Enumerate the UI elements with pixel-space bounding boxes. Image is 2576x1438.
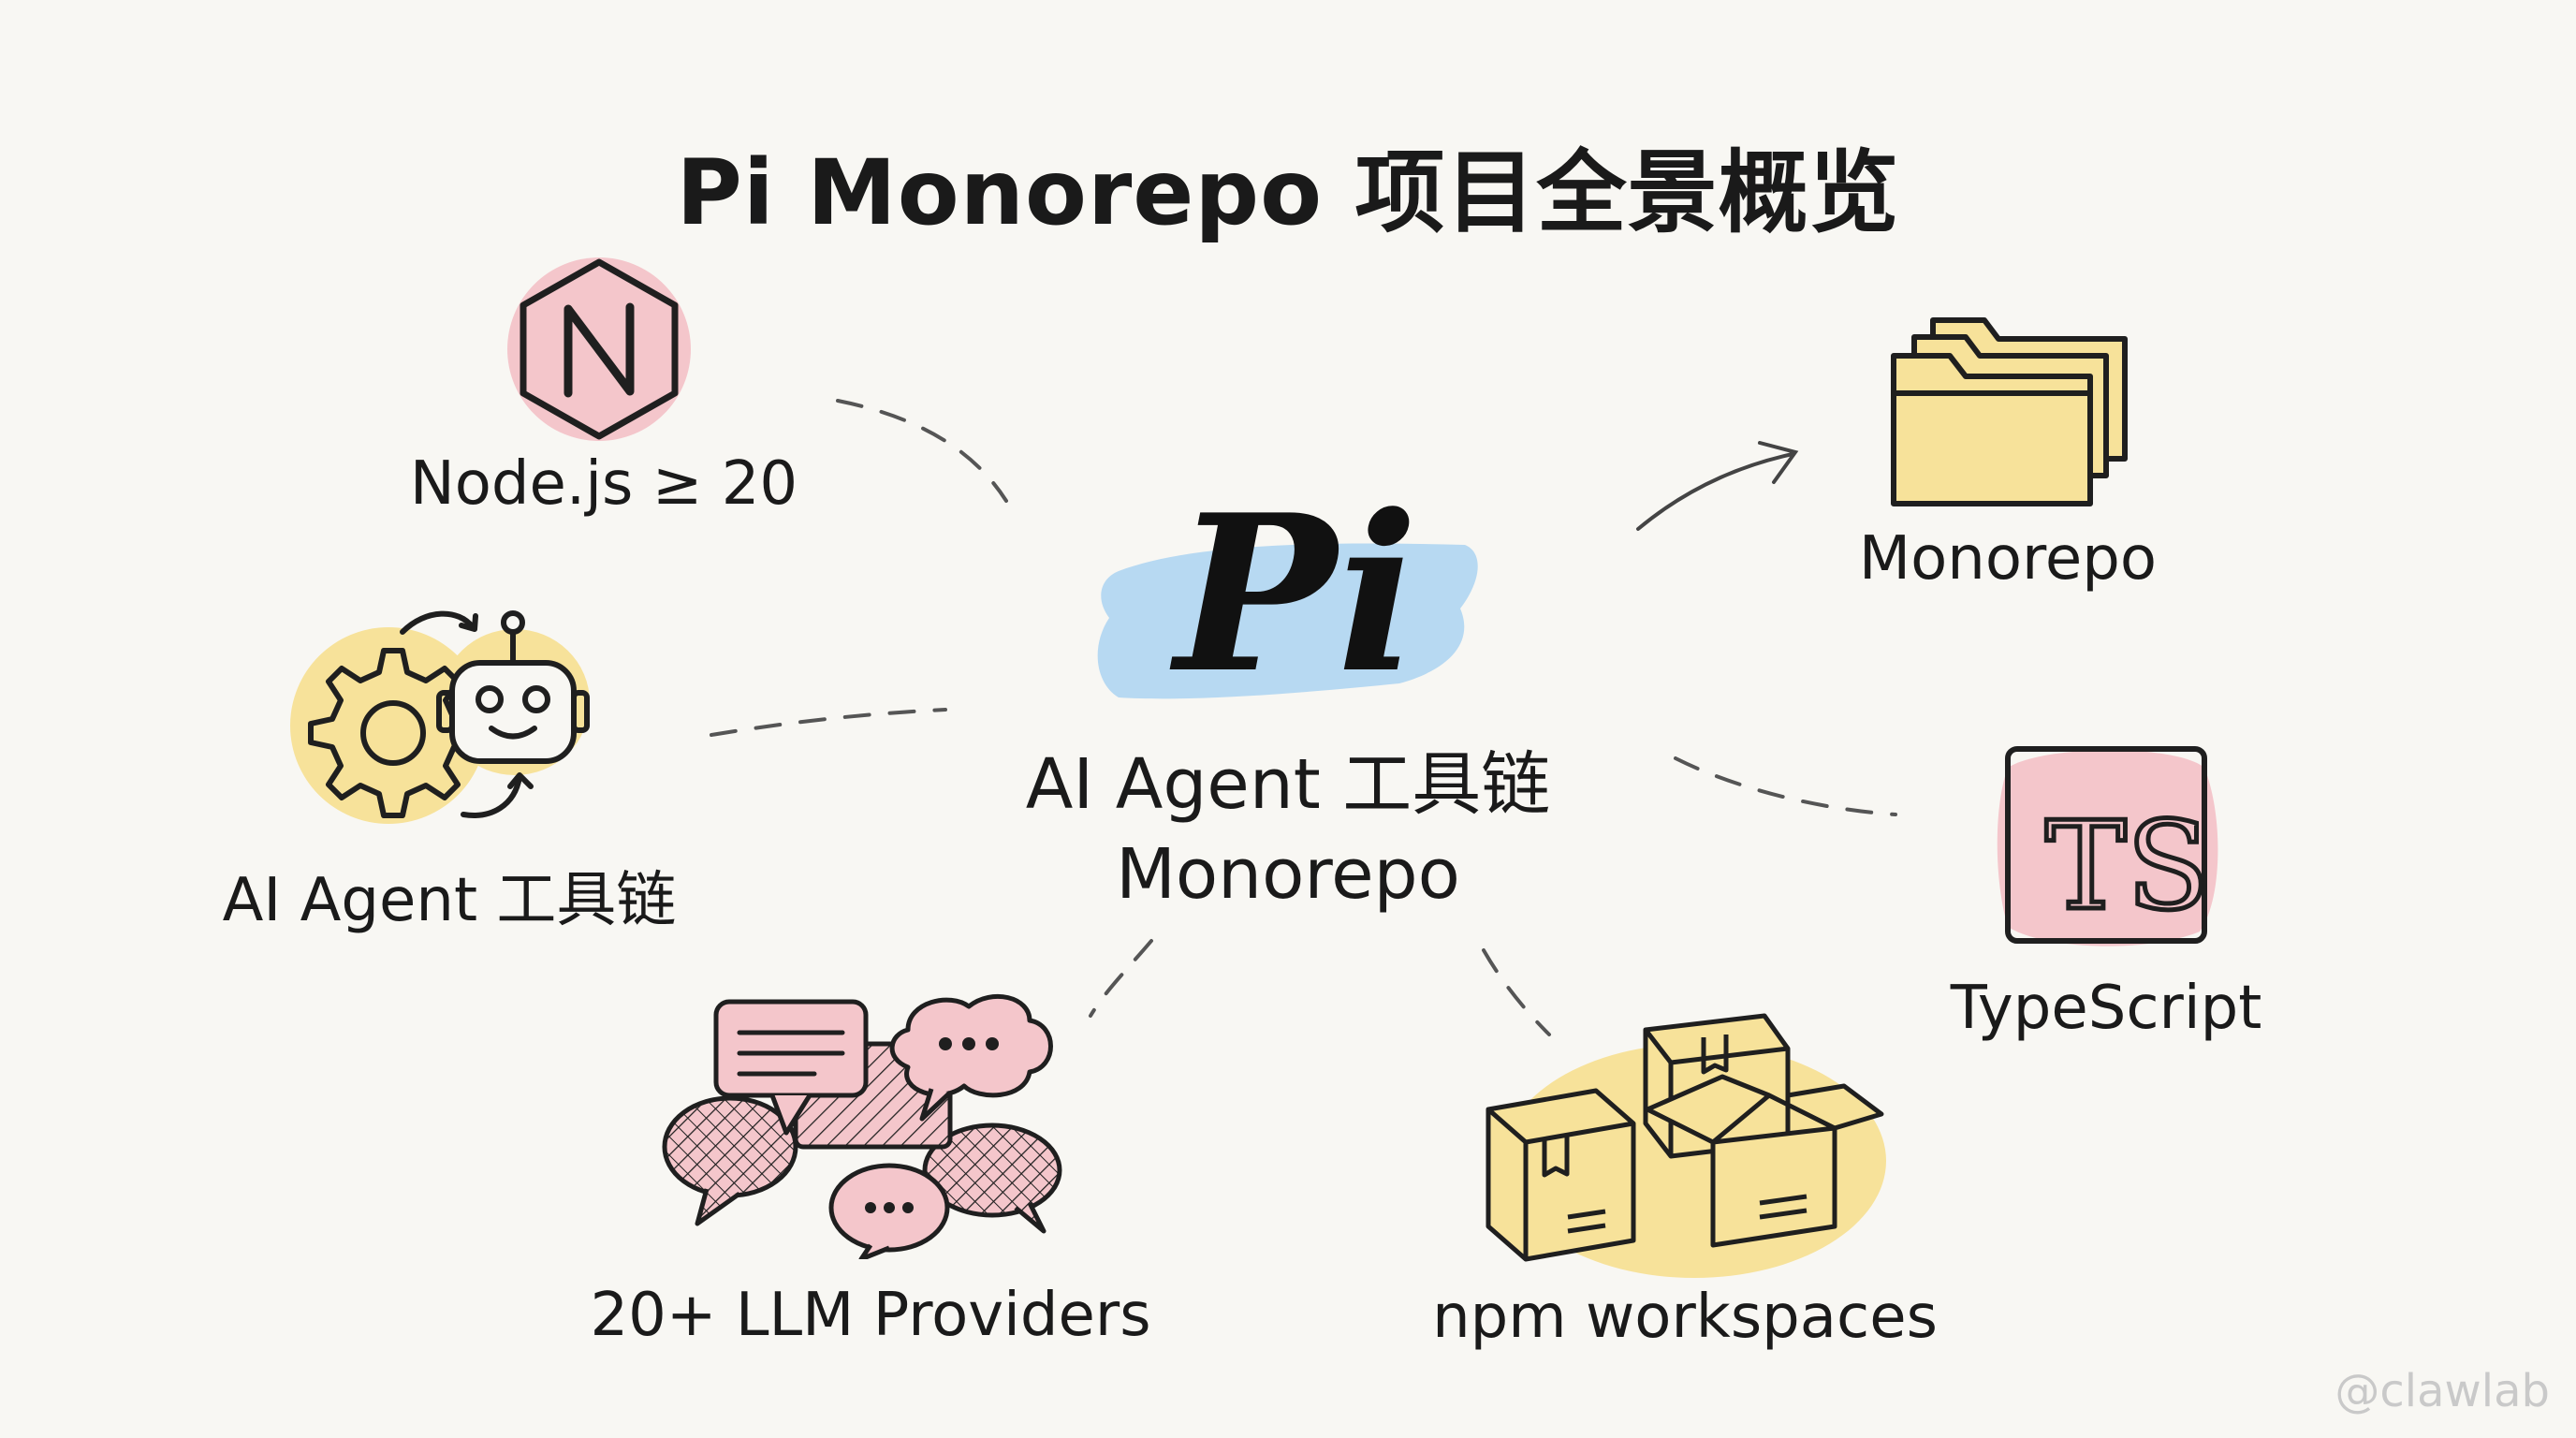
typescript-badge-text: TS [2045, 795, 2210, 937]
blue-brush-stroke [1097, 543, 1478, 699]
gear-robot-icon [290, 610, 590, 824]
cycle-arrow-top [400, 610, 476, 635]
packages-boxes-icon [1486, 1013, 1886, 1278]
arrowhead-monorepo [1758, 441, 1799, 484]
nodejs-label: Node.js ≥ 20 [409, 449, 798, 519]
watermark: @clawlab [2334, 1365, 2550, 1417]
connector-llm [1089, 939, 1153, 1018]
connector-nodejs [836, 399, 1008, 503]
connector-typescript [1674, 756, 1897, 816]
chat-bubbles-icon [662, 993, 1062, 1259]
llm-label: 20+ LLM Providers [590, 1281, 1151, 1350]
connector-npm [1482, 948, 1551, 1036]
folders-icon [1891, 317, 2128, 506]
monorepo-label: Monorepo [1858, 524, 2158, 594]
center-label-line2: Monorepo [1116, 834, 1460, 915]
pi-logo-text: Pi [1169, 468, 1418, 721]
cycle-arrow-bottom [461, 774, 522, 818]
connector-monorepo [1636, 452, 1794, 531]
robot-icon [449, 660, 577, 764]
agent-label: AI Agent 工具链 [222, 866, 677, 935]
nodejs-hexagon-icon [507, 257, 691, 441]
typescript-label: TypeScript [1950, 974, 2262, 1043]
center-label: AI Agent 工具链 Monorepo [1026, 740, 1551, 919]
npm-label: npm workspaces [1432, 1283, 1938, 1352]
pi-logo: Pi [1097, 468, 1478, 721]
connector-agent [710, 708, 947, 737]
typescript-icon: TS [1997, 746, 2218, 946]
page-title: Pi Monorepo 项目全景概览 [676, 140, 1900, 245]
box-open [1710, 1125, 1837, 1248]
center-label-line1: AI Agent 工具链 [1025, 744, 1551, 825]
box-front-left [1486, 1088, 1636, 1262]
